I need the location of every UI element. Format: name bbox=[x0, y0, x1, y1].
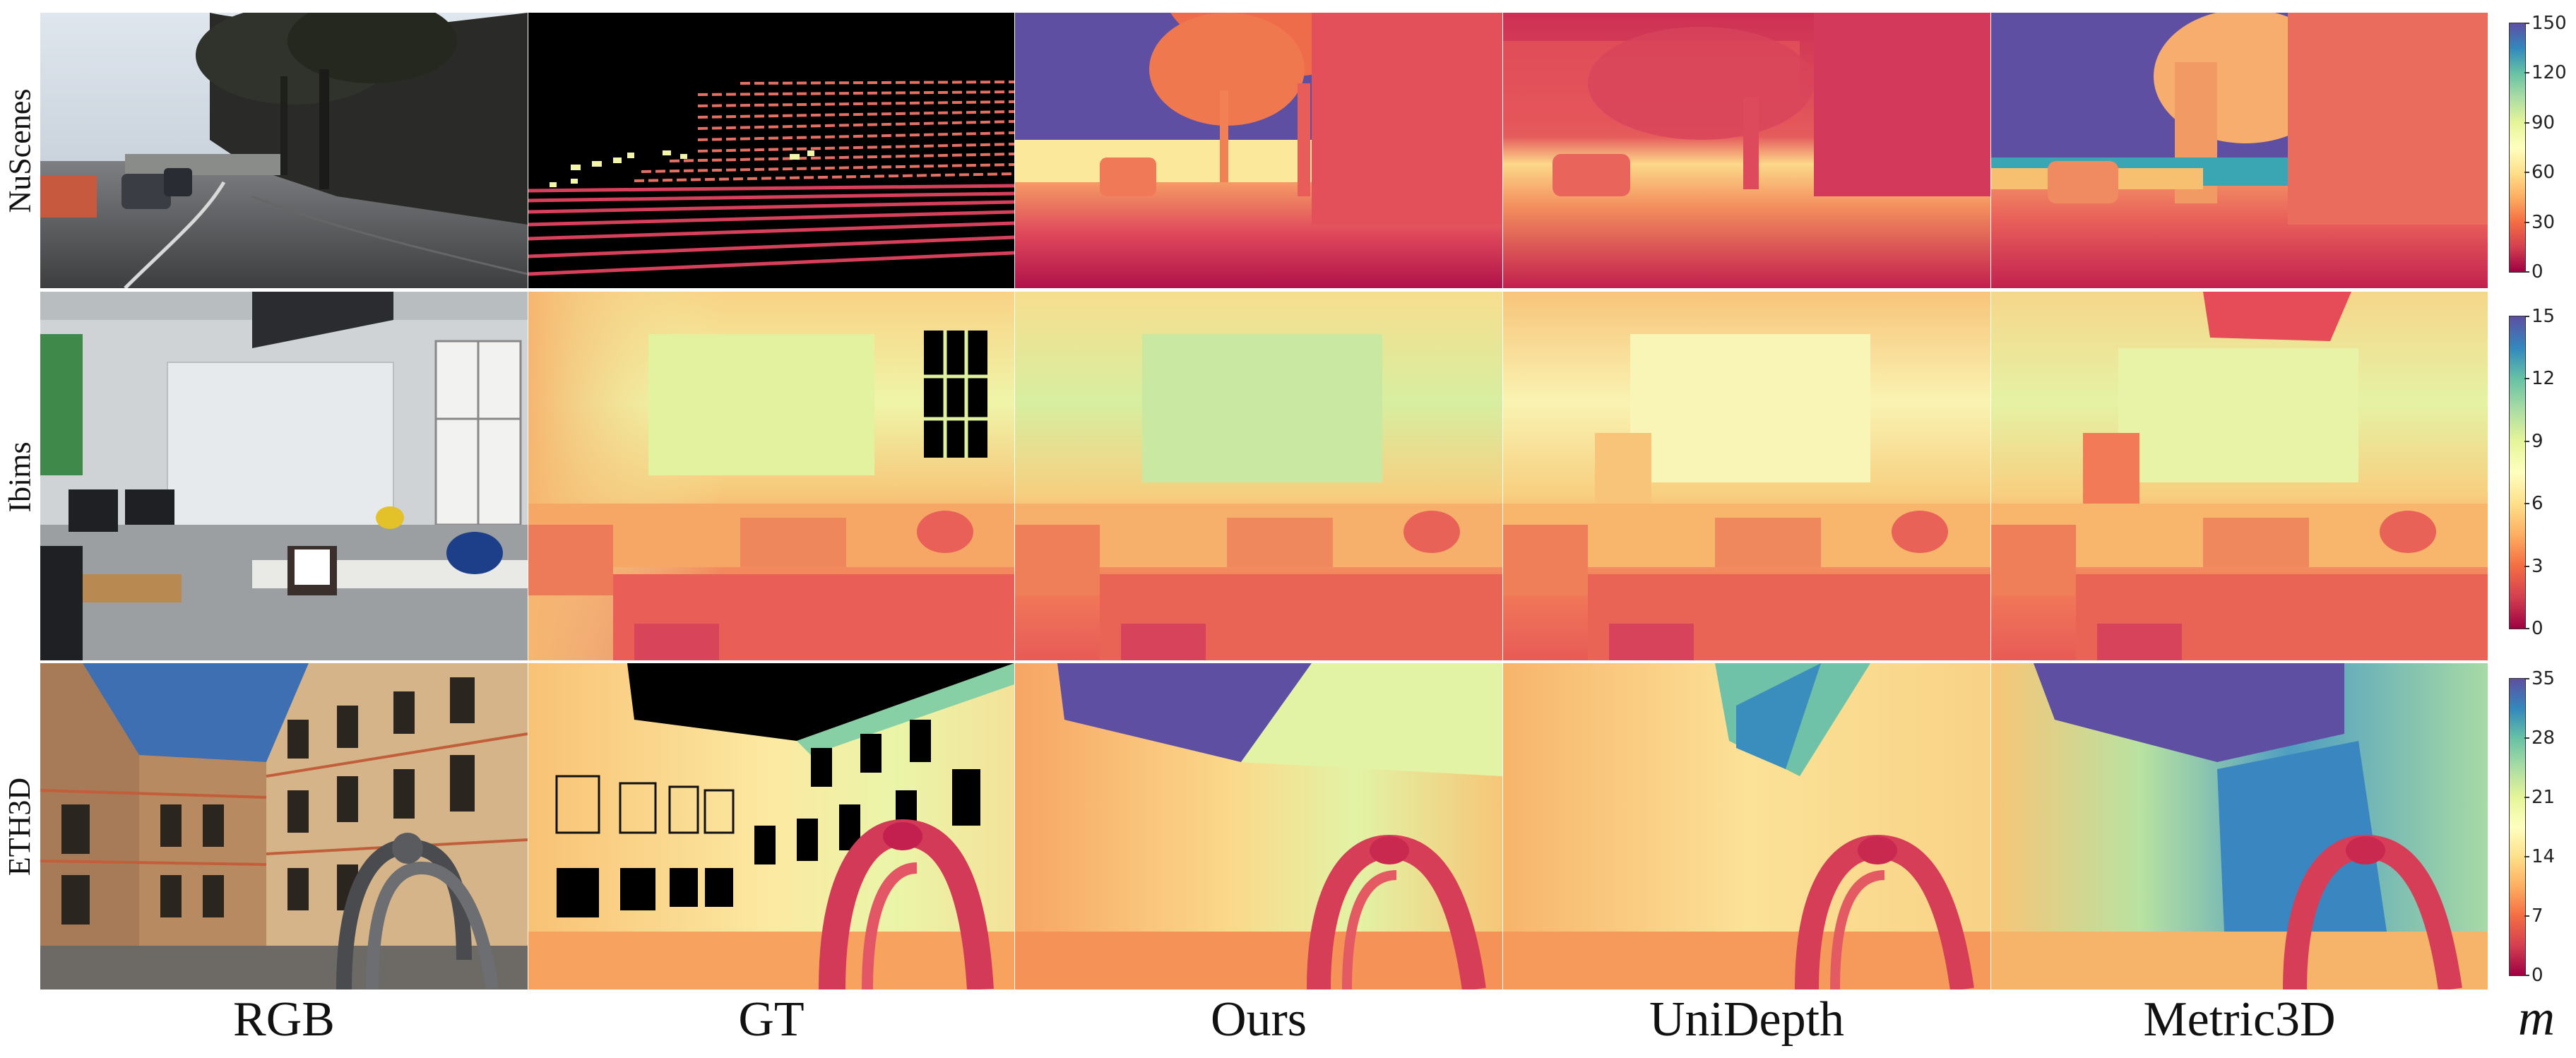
nuscenes-rgb-image bbox=[40, 13, 528, 288]
row-label-ibims: Ibims bbox=[2, 441, 37, 513]
row-label-eth3d: ETH3D bbox=[2, 777, 37, 876]
column-label-unidepth: UniDepth bbox=[1649, 992, 1845, 1047]
colorbar-nuscenes bbox=[2509, 23, 2526, 273]
colorbar-tick-label: 7 bbox=[2532, 905, 2544, 927]
colorbar-tick-label: 6 bbox=[2532, 493, 2544, 515]
colorbar-tick-mark bbox=[2524, 316, 2529, 317]
colorbar-tick-label: 150 bbox=[2532, 13, 2567, 34]
colorbar-tick-mark bbox=[2524, 678, 2529, 679]
ibims-rgb-image bbox=[40, 292, 528, 660]
colorbar-tick-label: 30 bbox=[2532, 211, 2556, 233]
eth3d-metric3d-depth bbox=[1991, 663, 2488, 989]
colorbar-tick-label: 12 bbox=[2532, 368, 2556, 390]
ibims-metric3d-depth bbox=[1991, 292, 2488, 660]
ibims-gt-depth bbox=[528, 292, 1014, 660]
column-label-metric3d: Metric3D bbox=[2143, 992, 2336, 1047]
colorbar-tick-label: 28 bbox=[2532, 727, 2556, 749]
eth3d-unidepth-depth bbox=[1503, 663, 1990, 989]
colorbar-tick-mark bbox=[2524, 856, 2529, 857]
nuscenes-ours-depth bbox=[1015, 13, 1502, 288]
colorbar-tick-mark bbox=[2524, 121, 2529, 124]
colorbar-tick-label: 15 bbox=[2532, 306, 2556, 327]
colorbar-tick-mark bbox=[2524, 72, 2529, 74]
colorbar-tick-mark bbox=[2524, 737, 2529, 739]
colorbar-tick-label: 0 bbox=[2532, 965, 2544, 986]
colorbar-tick-mark bbox=[2524, 172, 2529, 174]
nuscenes-unidepth-depth bbox=[1503, 13, 1990, 288]
eth3d-ours-depth bbox=[1015, 663, 1502, 989]
nuscenes-metric3d-depth bbox=[1991, 13, 2488, 288]
eth3d-rgb-image bbox=[40, 663, 528, 989]
ibims-ours-depth bbox=[1015, 292, 1502, 660]
column-label-gt: GT bbox=[738, 992, 805, 1047]
colorbar-tick-mark bbox=[2524, 503, 2529, 505]
colorbar-tick-mark bbox=[2524, 797, 2529, 798]
eth3d-gt-depth bbox=[528, 663, 1014, 989]
colorbar-ibims bbox=[2509, 316, 2526, 629]
colorbar-tick-label: 3 bbox=[2532, 555, 2544, 577]
colorbar-tick-mark bbox=[2524, 221, 2529, 223]
colorbar-tick-mark bbox=[2524, 440, 2529, 442]
ibims-unidepth-depth bbox=[1503, 292, 1990, 660]
colorbar-tick-label: 60 bbox=[2532, 162, 2556, 184]
colorbar-tick-label: 14 bbox=[2532, 846, 2556, 867]
colorbar-tick-label: 120 bbox=[2532, 62, 2567, 84]
colorbar-tick-label: 21 bbox=[2532, 787, 2556, 808]
colorbar-tick-mark bbox=[2524, 565, 2529, 567]
colorbar-tick-label: 0 bbox=[2532, 618, 2544, 639]
colorbar-tick-label: 9 bbox=[2532, 430, 2544, 452]
colorbar-tick-label: 35 bbox=[2532, 668, 2556, 689]
colorbar-tick-mark bbox=[2524, 915, 2529, 917]
column-label-rgb: RGB bbox=[233, 992, 335, 1047]
row-label-nuscenes: NuScenes bbox=[2, 88, 37, 213]
column-label-ours: Ours bbox=[1210, 992, 1307, 1047]
colorbar-tick-label: 0 bbox=[2532, 261, 2544, 283]
colorbar-tick-mark bbox=[2524, 23, 2529, 24]
nuscenes-gt-depth bbox=[528, 13, 1014, 288]
colorbar-tick-mark bbox=[2524, 628, 2529, 629]
colorbar-eth3d bbox=[2509, 678, 2526, 976]
colorbar-tick-mark bbox=[2524, 378, 2529, 380]
unit-label: m bbox=[2518, 989, 2555, 1046]
colorbar-tick-label: 90 bbox=[2532, 112, 2556, 133]
colorbar-tick-mark bbox=[2524, 975, 2529, 976]
colorbar-tick-mark bbox=[2524, 271, 2529, 273]
